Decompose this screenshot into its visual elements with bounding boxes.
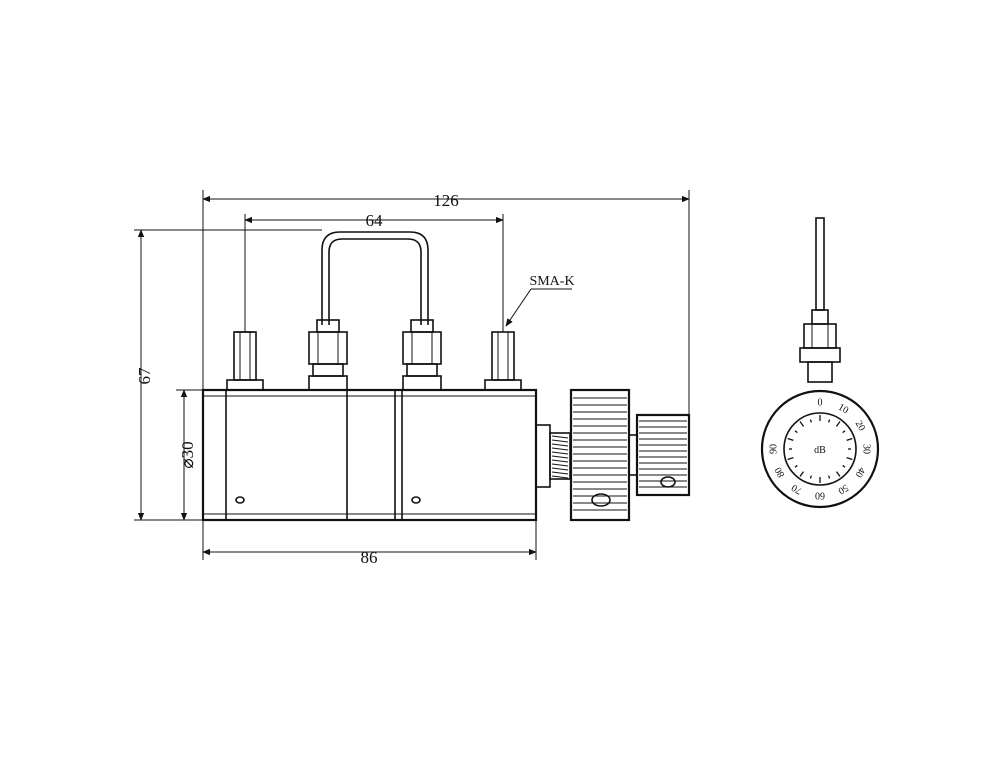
dial-scale-label: 90 [768,444,779,454]
thread-line [551,447,569,451]
dial-tick [828,475,831,479]
dial-tick [794,464,798,468]
dimension-body-length-label: 86 [361,548,378,567]
thread-line [551,435,569,439]
dial-tick [809,475,812,479]
dial-tick [799,471,805,477]
mounting-hole [235,496,245,504]
mounting-hole [411,496,421,504]
dial-ticks [787,415,853,483]
dimension-diameter-label: ⌀30 [178,441,197,468]
dial-tick [809,419,812,423]
dial-scale-label: 50 [836,482,850,497]
knurled-knob-small [628,413,691,497]
dial-tick [799,421,805,427]
connector-callout: SMA-K [505,274,575,327]
thread-line [551,455,569,459]
dial-scale-label: 30 [861,444,872,454]
thread-line [551,459,569,463]
dial-unit-label: dB [814,445,826,456]
u-link-cable [321,231,429,325]
dial-tick [787,457,794,461]
dial-scale-label: 80 [773,465,788,479]
dial-tick [828,419,831,423]
side-view [201,231,691,522]
dial-scale-label: 40 [853,465,868,479]
dial-tick [835,471,841,477]
hex-connector-right [402,319,442,391]
dial-outer-ring [760,389,880,509]
dial-tick [794,430,798,434]
dimension-lines: 126 64 67 ⌀30 86 [134,190,690,567]
connector-callout-label: SMA-K [529,274,574,289]
dial-scale-label: 20 [853,419,868,433]
dimension-overall-length: 126 [202,190,690,415]
hex-connector-left [308,319,348,391]
dimension-body-length: 86 [202,520,537,567]
thread-line [551,443,569,447]
dimension-diameter: ⌀30 [176,389,203,521]
sma-port-right [484,331,522,391]
dial-tick [842,430,846,434]
thread-line [551,439,569,443]
dial-tick [787,437,794,441]
dimension-port-spacing: 64 [244,211,504,332]
front-connector [799,217,841,383]
dial-tick [842,464,846,468]
dimension-height-label: 67 [135,367,154,385]
knurled-knob-large [569,388,631,522]
dial-scale-label: 70 [790,482,804,497]
dimension-overall-length-label: 126 [433,191,459,210]
dimension-height: 67 [134,229,322,521]
thread-line [551,463,569,467]
threaded-neck [535,424,571,488]
dial-inner-ring [783,412,857,486]
dial-scale-label: 10 [836,402,850,417]
dial-tick [846,437,853,441]
dial-tick [846,457,853,461]
dial-scale-label: 60 [815,490,825,501]
thread-line [551,471,569,475]
dimension-port-spacing-label: 64 [366,211,384,230]
thread-line [551,467,569,471]
thread-line [551,475,569,479]
attenuator-body [201,388,538,522]
thread-line [551,451,569,455]
sma-port-left [226,331,264,391]
dial-scale-label: 0 [818,397,823,408]
dial-tick [835,421,841,427]
